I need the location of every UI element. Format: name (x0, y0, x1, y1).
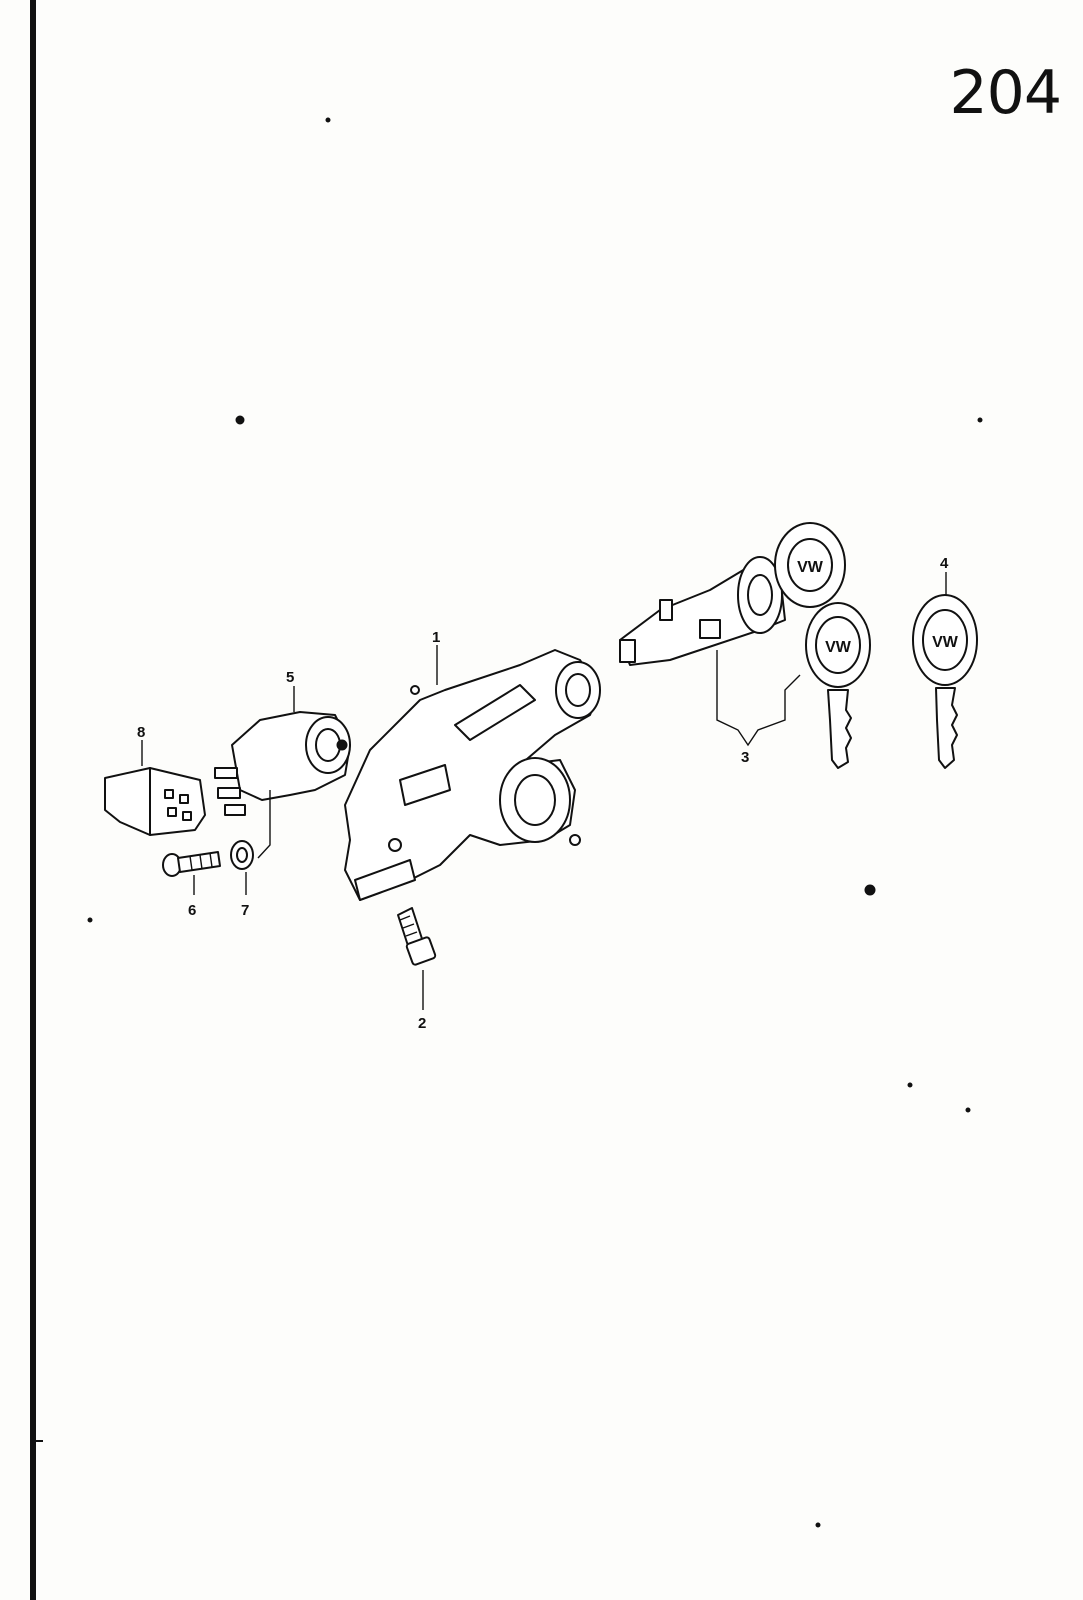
key-part-a: VW VW (774, 522, 871, 769)
bolt-part (397, 907, 437, 966)
callout-label-1: 1 (432, 629, 440, 646)
vw-logo-icon: VW (797, 559, 824, 576)
callout-label-4: 4 (940, 555, 949, 572)
binding-tick (33, 1440, 43, 1442)
screw-part (162, 851, 221, 895)
callout-label-2: 2 (418, 1015, 426, 1032)
lock-cylinder-part (619, 556, 786, 666)
callout-label-6: 6 (188, 902, 196, 919)
ignition-switch-part (214, 686, 351, 859)
callout-3-bracket (716, 650, 801, 747)
callout-label-5: 5 (286, 669, 294, 686)
connector-plug-part (104, 740, 206, 836)
print-specks (87, 117, 983, 1528)
page-number: 204 (949, 58, 1062, 128)
binding-edge (30, 0, 36, 1600)
callout-label-7: 7 (241, 902, 249, 919)
vw-logo-icon: VW (825, 639, 852, 656)
callout-label-3: 3 (741, 749, 749, 766)
callout-label-8: 8 (137, 724, 145, 741)
vw-logo-icon: VW (932, 634, 959, 651)
washer-part (230, 840, 254, 895)
key-part-4: VW (912, 572, 978, 769)
lock-housing-part (344, 649, 601, 901)
